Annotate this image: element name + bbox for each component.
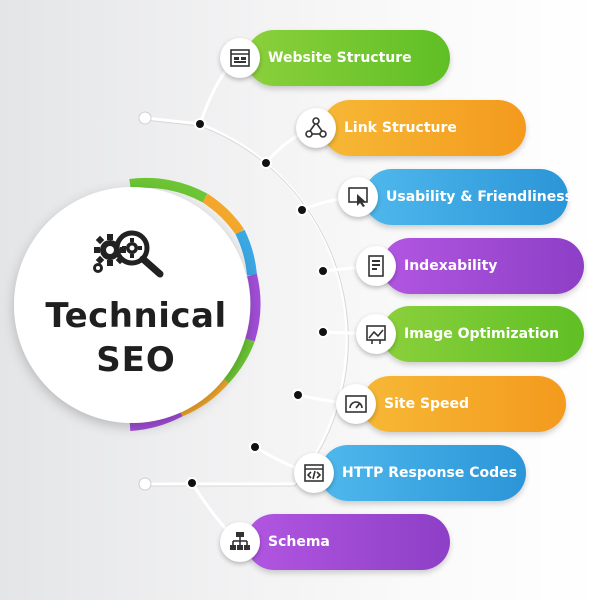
code-icon: [294, 453, 334, 493]
item-pill-website-structure: [246, 30, 450, 86]
item-pill-usability-friendliness: [364, 169, 568, 225]
nodes-icon: [296, 108, 336, 148]
item-label: HTTP Response Codes: [342, 465, 517, 481]
arc-end-dot-top: [138, 111, 152, 125]
item-pill-schema: [246, 514, 450, 570]
speedometer-icon: [336, 384, 376, 424]
item-label: Usability & Friendliness: [386, 189, 573, 205]
junction-dots: [186, 118, 329, 489]
hub-title-line1: Technical: [45, 296, 227, 336]
pointer-icon: [338, 177, 378, 217]
item-label: Indexability: [404, 258, 498, 274]
item-pill-image-optimization: [382, 306, 584, 362]
item-label: Schema: [268, 534, 330, 550]
document-icon: [356, 246, 396, 286]
hierarchy-icon: [220, 522, 260, 562]
arc-end-dot-bottom: [138, 477, 152, 491]
item-label: Site Speed: [384, 396, 470, 412]
connector-arcs: [144, 116, 349, 486]
hub-circle: [14, 187, 250, 423]
item-label: Image Optimization: [404, 326, 560, 342]
image-chart-icon: [356, 314, 396, 354]
item-label: Website Structure: [268, 50, 412, 66]
item-label: Link Structure: [344, 120, 457, 136]
item-pill-indexability: [382, 238, 584, 294]
hub-title-line2: SEO: [96, 340, 176, 380]
item-pill-http-response-codes: [320, 445, 526, 501]
item-pill-site-speed: [362, 376, 566, 432]
sitemap-icon: [220, 38, 260, 78]
item-pill-link-structure: [322, 100, 526, 156]
connector-arcs-shadow: [144, 119, 349, 487]
